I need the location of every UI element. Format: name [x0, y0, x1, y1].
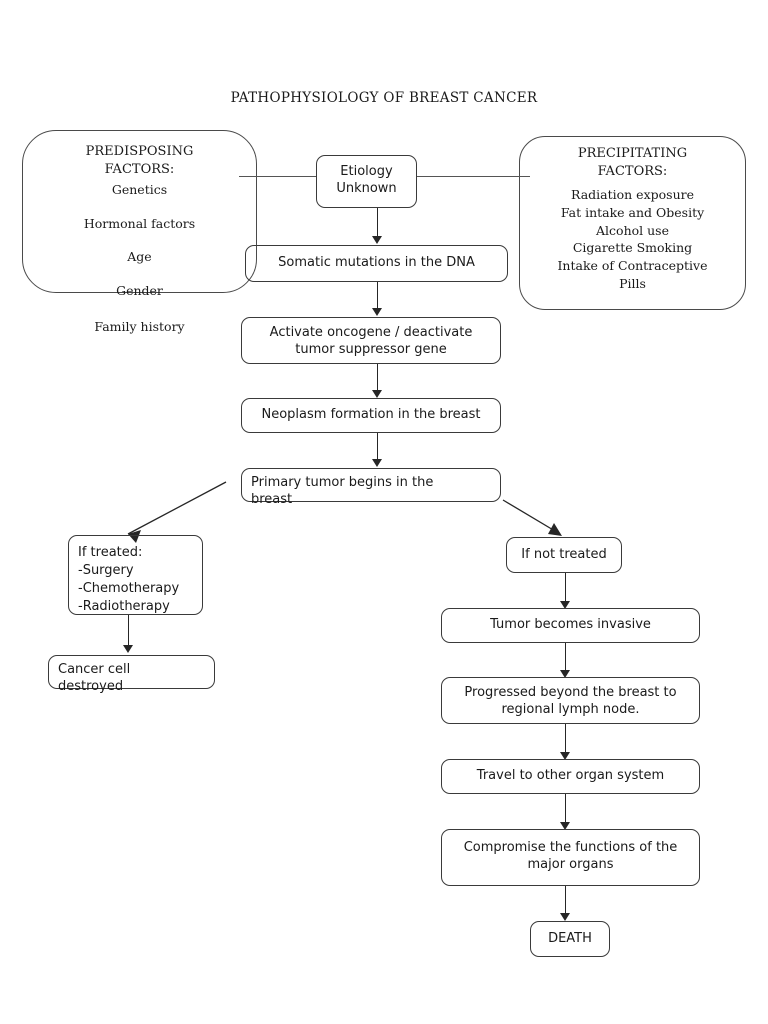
- node-travel-other-organ: Travel to other organ system: [441, 759, 700, 794]
- precipitating-factors-heading: PRECIPITATING FACTORS:: [577, 146, 688, 179]
- node-cancer-cell-destroyed-label: Cancer cell destroyed: [58, 662, 131, 694]
- node-primary-tumor: Primary tumor begins in the breast: [241, 468, 501, 507]
- node-activate-oncogene-label: Activate oncogene / deactivate tumor sup…: [269, 325, 473, 357]
- arrowhead-travel: [560, 752, 570, 760]
- arrowhead-neoplasm: [372, 390, 382, 398]
- arrowhead-if-treated: [128, 530, 141, 543]
- node-somatic-mutations: Somatic mutations in the DNA: [245, 245, 508, 282]
- node-death-label: DEATH: [548, 931, 592, 946]
- node-if-not-treated: If not treated: [506, 537, 622, 573]
- precipitating-factors-panel: [519, 136, 746, 310]
- node-if-treated: If treated: -Surgery -Chemotherapy -Radi…: [68, 535, 203, 615]
- connector-etiology-to-somatic: [377, 208, 378, 238]
- connector-compromise-to-death: [565, 886, 566, 916]
- arrowhead-somatic: [372, 236, 382, 244]
- arrowhead-progressed: [560, 670, 570, 678]
- connector-travel-to-compromise: [565, 794, 566, 825]
- connector-primary-to-if-not-treated: [502, 499, 561, 535]
- predisposing-factors-family-history: Family history: [94, 319, 185, 334]
- node-somatic-mutations-label: Somatic mutations in the DNA: [278, 255, 475, 270]
- connector-progressed-to-travel: [565, 724, 566, 755]
- arrowhead-cancer-destroyed: [123, 645, 133, 653]
- predisposing-factors-heading: PREDISPOSING FACTORS:: [85, 144, 194, 177]
- arrowhead-invasive: [560, 601, 570, 609]
- node-compromise-organs-label: Compromise the functions of the major or…: [463, 840, 678, 872]
- node-progressed-lymph-node-label: Progressed beyond the breast to regional…: [464, 685, 677, 717]
- connector-etiology-to-precipitating: [417, 176, 530, 177]
- node-neoplasm-formation-label: Neoplasm formation in the breast: [261, 407, 481, 422]
- arrowhead-activate: [372, 308, 382, 316]
- arrowhead-compromise: [560, 822, 570, 830]
- arrowhead-primary: [372, 459, 382, 467]
- node-tumor-invasive-label: Tumor becomes invasive: [490, 617, 651, 632]
- node-etiology-unknown-label: Etiology Unknown: [336, 164, 397, 196]
- connector-if-not-treated-to-invasive: [565, 573, 566, 604]
- node-primary-tumor-label: Primary tumor begins in the breast: [251, 475, 434, 507]
- connector-primary-to-if-treated: [127, 481, 227, 535]
- node-neoplasm-formation: Neoplasm formation in the breast: [241, 398, 501, 433]
- page-title: PATHOPHYSIOLOGY OF BREAST CANCER: [230, 90, 538, 106]
- node-compromise-organs: Compromise the functions of the major or…: [441, 829, 700, 886]
- connector-somatic-to-activate: [377, 282, 378, 310]
- node-tumor-invasive: Tumor becomes invasive: [441, 608, 700, 643]
- connector-predisposing-to-etiology: [239, 176, 317, 177]
- arrowhead-death: [560, 913, 570, 921]
- node-if-not-treated-label: If not treated: [521, 547, 607, 562]
- connector-if-treated-to-cancer-destroyed: [128, 615, 129, 648]
- connector-activate-to-neoplasm: [377, 364, 378, 392]
- node-cancer-cell-destroyed: Cancer cell destroyed: [48, 655, 215, 694]
- node-etiology-unknown: Etiology Unknown: [316, 155, 417, 208]
- connector-neoplasm-to-primary: [377, 433, 378, 462]
- precipitating-factors-items: Radiation exposure Fat intake and Obesit…: [557, 187, 708, 291]
- connector-invasive-to-progressed: [565, 643, 566, 673]
- predisposing-factors-panel: [22, 130, 257, 293]
- node-travel-other-organ-label: Travel to other organ system: [476, 768, 665, 783]
- arrowhead-if-not-treated: [548, 523, 562, 536]
- node-activate-oncogene: Activate oncogene / deactivate tumor sup…: [241, 317, 501, 364]
- node-death: DEATH: [530, 921, 610, 957]
- node-if-treated-label: If treated: -Surgery -Chemotherapy -Radi…: [78, 545, 180, 614]
- node-progressed-lymph-node: Progressed beyond the breast to regional…: [441, 677, 700, 724]
- predisposing-factors-items: Genetics Hormonal factors Age Gender: [83, 182, 196, 298]
